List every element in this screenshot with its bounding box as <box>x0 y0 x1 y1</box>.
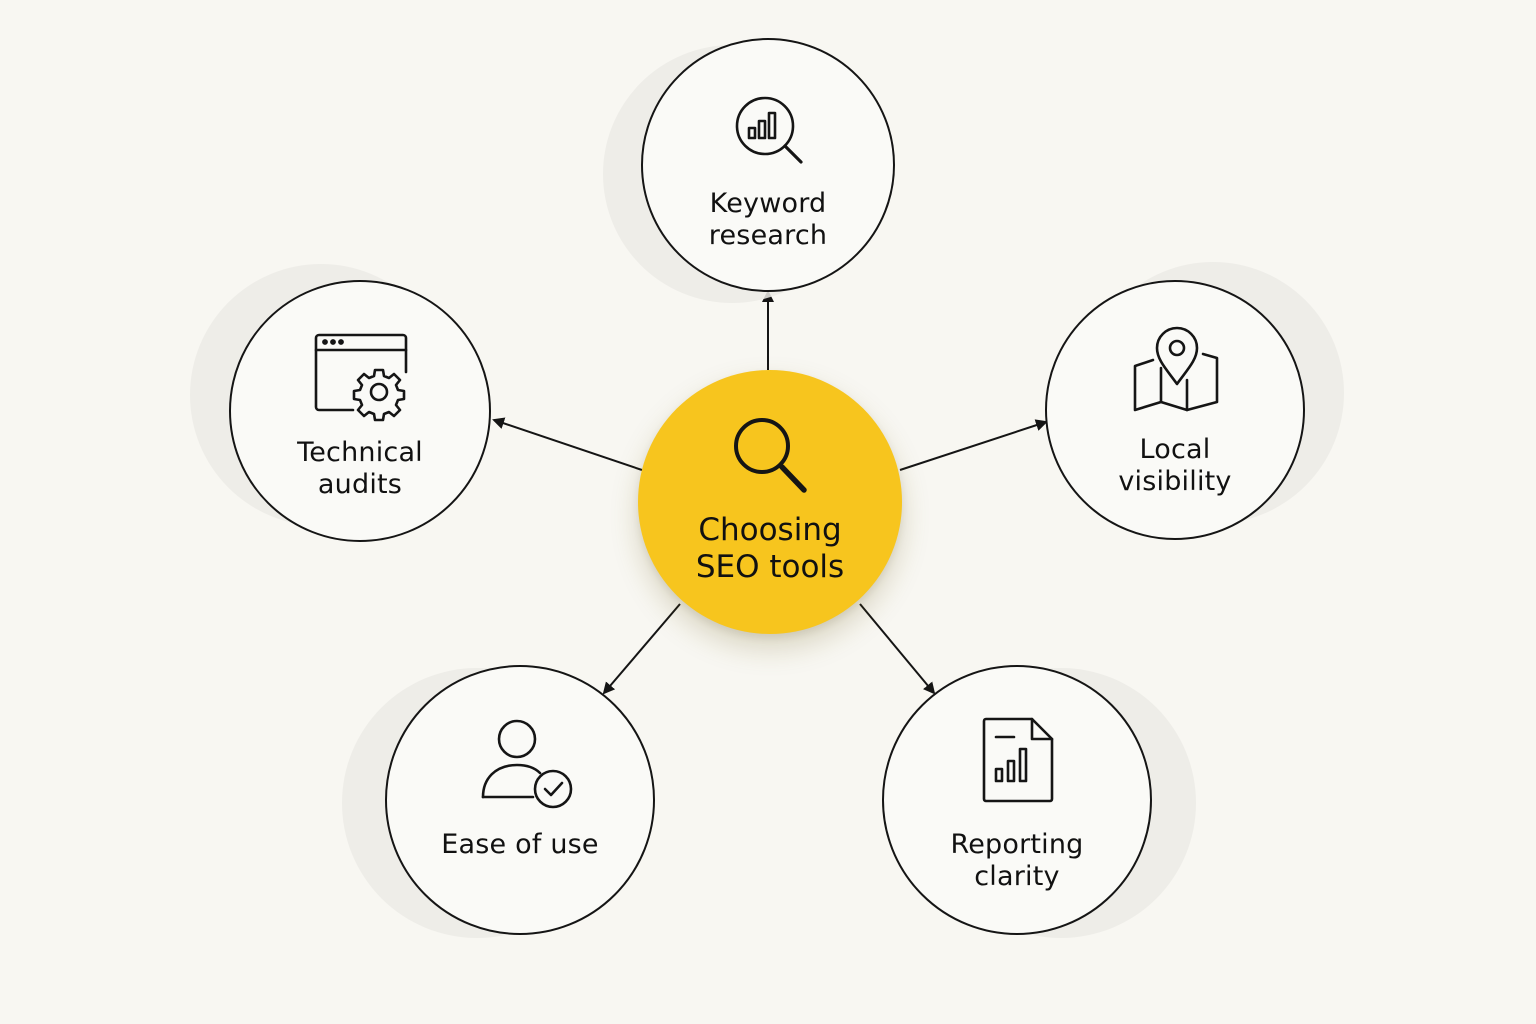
center-label: Choosing SEO tools <box>638 512 902 586</box>
node-technical-audits: Technical audits <box>229 280 491 542</box>
node-label-line: Reporting <box>950 829 1084 860</box>
node-label: Technical audits <box>231 437 489 501</box>
node-label-line: visibility <box>1118 466 1232 497</box>
node-label: Reporting clarity <box>884 829 1150 893</box>
node-label-line: research <box>708 220 828 251</box>
arrow-to-technical-audits <box>492 417 643 471</box>
center-label-line: SEO tools <box>695 549 845 585</box>
node-label-line: Ease of use <box>441 829 599 860</box>
user-check-icon <box>481 719 573 809</box>
node-label-line: Local <box>1139 434 1211 465</box>
map-pin-icon <box>1133 326 1219 412</box>
node-keyword-research: Keyword research <box>641 38 895 292</box>
node-local-visibility: Local visibility <box>1045 280 1305 540</box>
node-label: Local visibility <box>1047 434 1303 498</box>
node-label-line: clarity <box>974 861 1060 892</box>
center-node-choosing-seo-tools: Choosing SEO tools <box>638 370 902 634</box>
arrow-to-ease-of-use <box>602 603 681 695</box>
browser-gear-icon <box>314 333 408 422</box>
arrow-to-local-visibility <box>899 419 1048 471</box>
node-label-line: Technical <box>297 437 423 468</box>
node-label-line: audits <box>317 469 403 500</box>
node-label-line: Keyword <box>709 188 827 219</box>
search-bar-chart-icon <box>735 96 803 164</box>
arrow-to-reporting-clarity <box>859 603 936 695</box>
node-reporting-clarity: Reporting clarity <box>882 665 1152 935</box>
node-label: Ease of use <box>387 829 653 861</box>
search-icon <box>734 418 807 493</box>
node-label: Keyword research <box>643 188 893 252</box>
center-label-line: Choosing <box>698 512 842 548</box>
node-ease-of-use: Ease of use <box>385 665 655 935</box>
report-chart-icon <box>982 717 1054 803</box>
